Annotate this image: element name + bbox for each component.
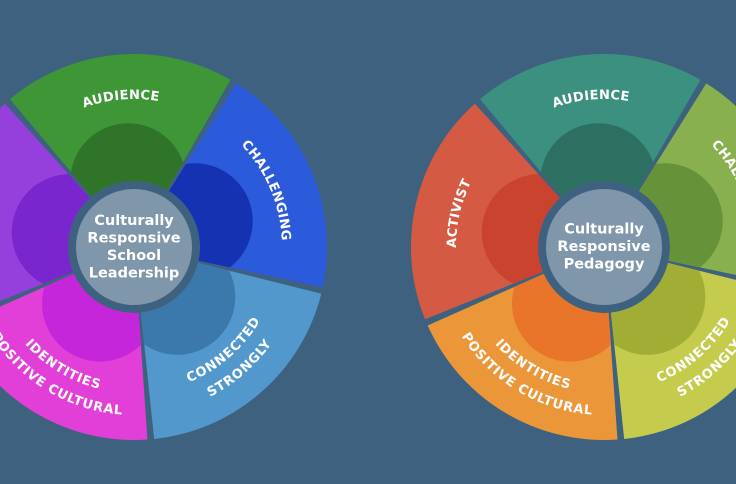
segment-fifth-inner-shade <box>11 174 90 291</box>
center-title-line: Culturally <box>564 222 644 238</box>
segment-audience: AUDIENCE <box>9 53 231 197</box>
leadership-cycle-diagram: AUDIENCECHALLENGINGSTRONGLYCONNECTEDPOSI… <box>0 53 327 440</box>
segment-audience-inner-shade <box>540 123 657 197</box>
center-title-line: Leadership <box>89 265 180 281</box>
segment-fifth-inner-shade <box>481 174 560 291</box>
center-title-line: Responsive <box>87 230 180 246</box>
center-title-line: Pedagogy <box>564 257 645 273</box>
segment-challenging: CHALLENGING <box>168 83 327 288</box>
segment-audience: AUDIENCE <box>479 54 701 197</box>
center-title-line: Culturally <box>94 213 174 229</box>
segment-challenging-inner-shade <box>168 163 253 280</box>
center-title-line: School <box>107 248 161 264</box>
segment-audience-inner-shade <box>70 123 187 197</box>
segment-fifth <box>0 103 90 302</box>
center-circle <box>76 189 192 305</box>
segment-challenging-inner-shade <box>638 163 723 280</box>
segment-challenging: CHALLENGING <box>638 83 736 280</box>
segment-fifth: ACTIVIST <box>411 103 560 320</box>
pedagogy-cycle-diagram: AUDIENCECHALLENGINGSTRONGLYCONNECTEDPOSI… <box>411 54 736 441</box>
center-title-line: Responsive <box>557 239 650 255</box>
center-circle <box>546 189 662 305</box>
